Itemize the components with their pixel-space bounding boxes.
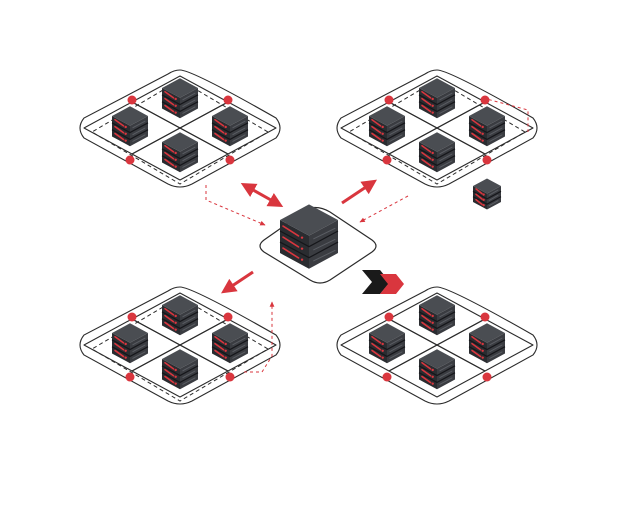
cluster-dashed-ring [348,79,526,185]
server-stack [468,106,506,147]
server-stack [368,106,406,147]
connection-node [482,372,492,382]
connection-node [223,95,233,105]
server-stack [161,295,199,336]
central-hub [259,204,377,284]
server-stack [111,323,149,364]
server-stack [418,132,456,173]
server-stack [418,78,456,119]
server-stack [211,106,249,147]
cluster-frame-segment [388,344,486,398]
connection-node [384,95,394,105]
server-stack [418,295,456,336]
arrow-hub-to-top-left [240,183,284,207]
server-stack [468,323,506,364]
connection-node [480,95,490,105]
server-stack [161,349,199,390]
connection-node [382,372,392,382]
connection-node [225,155,235,165]
server-stack [111,106,149,147]
cluster-outer-ring [79,286,281,405]
connection-node [125,372,135,382]
standalone-server [472,178,502,210]
connection-node [225,372,235,382]
server-stack [161,78,199,119]
connection-node [125,155,135,165]
central-server [279,204,339,269]
connection-node [384,312,394,322]
cluster-frame-segment [388,127,486,181]
connection-node [480,312,490,322]
cluster-dashed-ring [91,79,269,185]
cluster-outer-ring [336,286,538,405]
connection-node [127,312,137,322]
dashed-bottom-left-to-hub [244,301,275,373]
connection-node [482,155,492,165]
cluster-bottom-left [79,286,281,405]
cluster-bottom-right [336,286,538,405]
cluster-outer-ring [79,69,281,188]
cluster-frame-segment [131,344,229,398]
dashed-top-left-to-hub [205,185,266,226]
dashed-top-right-to-hub [359,195,409,223]
connection-node [382,155,392,165]
connection-node [223,312,233,322]
server-stack [161,132,199,173]
dashed-branch [482,97,529,132]
cluster-outer-ring [336,69,538,188]
cluster-top-right [336,69,538,188]
cluster-dashed-ring [91,296,269,402]
arrow-hub-to-bottom-left [221,270,254,294]
arrow-hub-to-top-right [341,179,377,205]
cluster-frame-segment [131,127,229,181]
cluster-top-left [79,69,281,188]
server-stack [368,323,406,364]
connection-node [127,95,137,105]
server-stack [211,323,249,364]
server-stack [418,349,456,390]
chevrons-hub-to-bottom-right [362,270,404,294]
